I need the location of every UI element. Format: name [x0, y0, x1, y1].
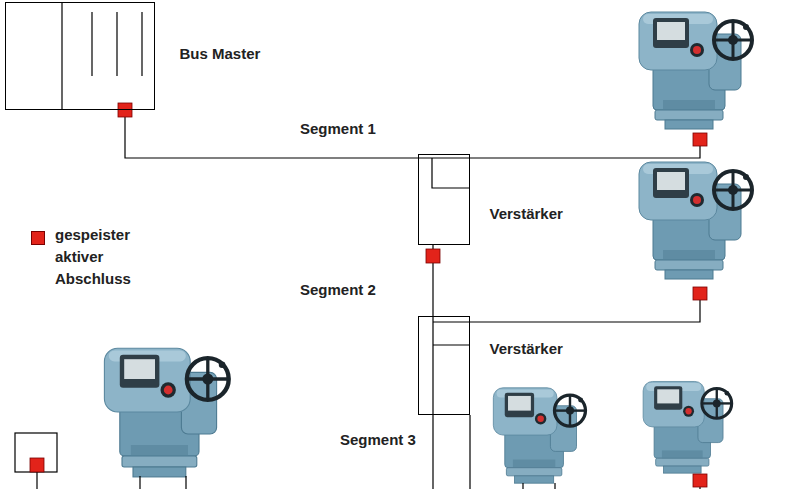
actuator-illustration	[639, 12, 752, 129]
termination-marker	[30, 458, 44, 472]
node-label: Verstärker	[490, 340, 563, 358]
segment-label: Segment 3	[340, 431, 416, 449]
bus-wire	[433, 415, 470, 489]
termination-marker	[693, 133, 707, 146]
master-slot	[91, 12, 92, 76]
bus-wire	[36, 472, 37, 489]
segment-label: Segment 1	[300, 120, 376, 138]
segment-label: Segment 2	[300, 281, 376, 299]
bus-master-box: Bus Master	[5, 2, 155, 110]
actuator-illustration	[104, 348, 228, 477]
terminator-box	[15, 433, 57, 472]
actuator-illustration	[493, 388, 585, 483]
legend-label: gespeister aktiver Abschluss	[55, 224, 155, 290]
bus-wire	[470, 146, 700, 158]
master-divider	[61, 2, 62, 110]
actuator-stem	[140, 476, 186, 489]
termination-marker	[426, 249, 440, 263]
repeater-inner-line	[433, 316, 470, 415]
actuator-stem	[523, 483, 555, 489]
bus-wire	[470, 300, 700, 322]
master-slot	[116, 12, 117, 76]
repeater-box: Verstärker	[418, 154, 470, 245]
actuator-illustration	[639, 162, 752, 279]
node-label: Verstärker	[490, 205, 563, 223]
bus-cable	[125, 110, 418, 158]
node-label: Bus Master	[180, 45, 261, 63]
termination-marker	[118, 103, 132, 117]
legend-swatch	[31, 231, 45, 245]
termination-marker	[693, 287, 707, 300]
repeater-box: Verstärker	[418, 316, 470, 415]
termination-marker	[693, 474, 707, 487]
master-slot	[141, 12, 142, 76]
repeater-inner-line	[418, 158, 470, 188]
actuator-illustration	[643, 381, 732, 473]
